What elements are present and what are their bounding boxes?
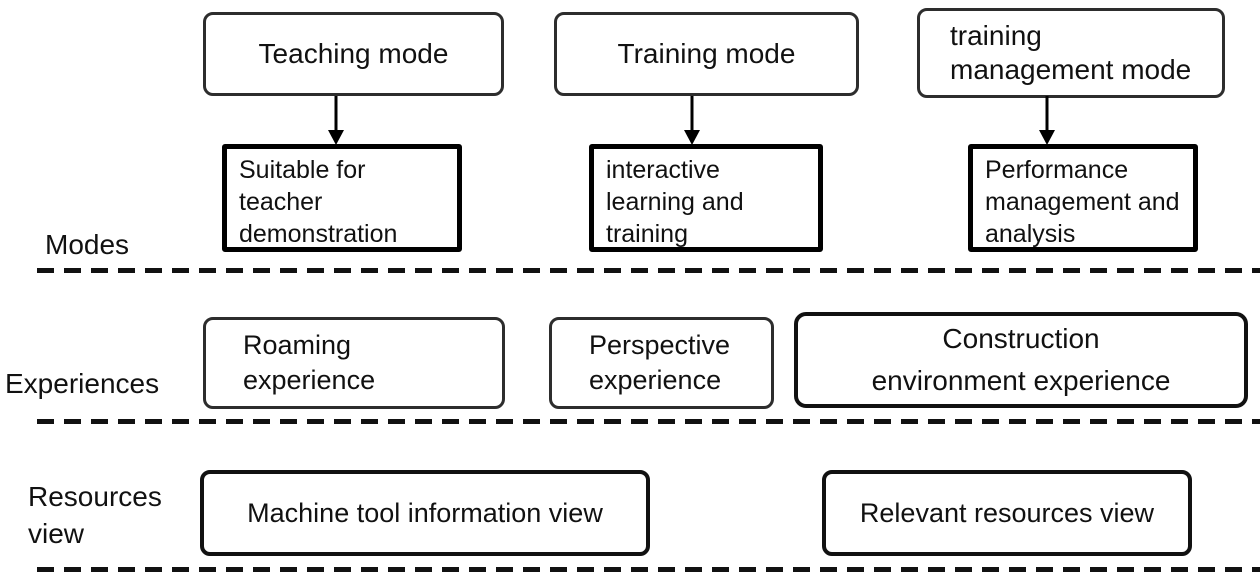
mode-box-training-management-label: training management mode <box>950 20 1192 85</box>
arrow-shaft <box>1045 96 1049 131</box>
arrow-head-icon <box>684 130 700 145</box>
down-arrow-training <box>684 96 700 145</box>
arrow-head-icon <box>328 130 344 145</box>
experience-box-perspective-label: Perspective experience <box>589 330 731 395</box>
resources-box-machine-tool-information: Machine tool information view <box>200 470 650 556</box>
resources-box-machine-tool-information-label: Machine tool information view <box>247 497 603 528</box>
mode-box-training-label: Training mode <box>617 38 796 69</box>
separator-experiences-resources <box>37 419 1260 424</box>
arrow-shaft <box>690 96 694 131</box>
detail-box-teaching: Suitable for teacher demonstration <box>222 144 462 252</box>
mode-box-teaching-label: Teaching mode <box>258 38 449 69</box>
mode-box-teaching: Teaching mode <box>203 12 504 96</box>
resources-box-relevant-resources-label: Relevant resources view <box>859 497 1155 528</box>
experience-box-construction-environment: Construction environment experience <box>794 312 1248 408</box>
experience-box-perspective: Perspective experience <box>549 317 774 409</box>
detail-box-training-management: Performance management and analysis <box>968 144 1198 252</box>
row-label-modes: Modes <box>45 229 130 260</box>
mode-box-training-management: training management mode <box>917 8 1225 98</box>
row-label-resources-view: Resources view <box>28 481 162 549</box>
down-arrow-teaching <box>328 96 344 145</box>
separator-bottom <box>37 567 1260 572</box>
separator-modes-experiences <box>37 268 1260 273</box>
row-label-experiences: Experiences <box>5 368 160 399</box>
resources-box-relevant-resources: Relevant resources view <box>822 470 1192 556</box>
detail-box-training: interactive learning and training <box>589 144 823 252</box>
experience-box-roaming: Roaming experience <box>203 317 505 409</box>
experience-box-roaming-label: Roaming experience <box>243 330 376 395</box>
arrow-shaft <box>334 96 338 131</box>
mode-box-training: Training mode <box>554 12 859 96</box>
arrow-head-icon <box>1039 130 1055 145</box>
down-arrow-training-management <box>1039 96 1055 145</box>
experience-box-construction-environment-label: Construction environment experience <box>871 323 1171 396</box>
